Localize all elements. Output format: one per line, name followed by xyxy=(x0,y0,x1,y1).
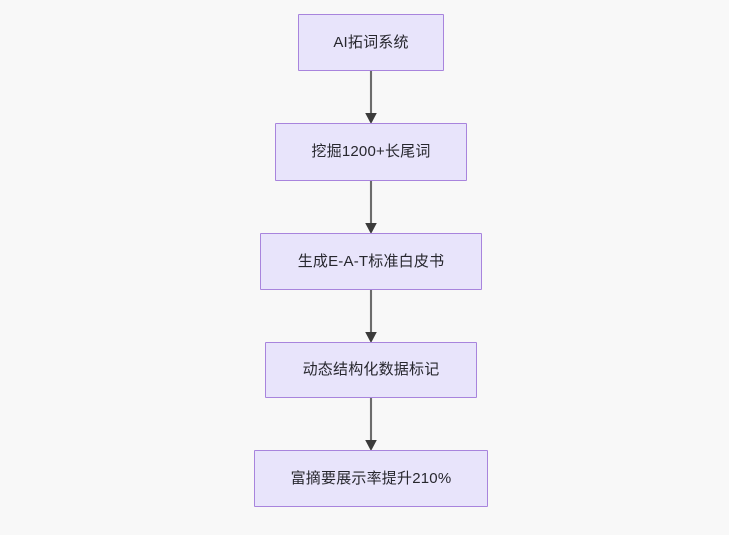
flowchart-node-label: AI拓词系统 xyxy=(333,33,409,51)
flowchart-node-label: 挖掘1200+长尾词 xyxy=(311,143,431,160)
flowchart-node-label: 富摘要展示率提升210% xyxy=(290,469,452,487)
flowchart-node-ai-keyword-system[interactable]: AI拓词系统 xyxy=(298,14,444,71)
edge-node-4-to-node-5 xyxy=(365,398,377,451)
edge-node-2-to-node-3 xyxy=(365,181,377,234)
flowchart-node-dynamic-structured-data-markup[interactable]: 动态结构化数据标记 xyxy=(265,342,477,398)
flowchart-node-mine-longtail-keywords[interactable]: 挖掘1200+长尾词 xyxy=(275,123,467,181)
flowchart-node-label: 动态结构化数据标记 xyxy=(302,361,440,378)
edge-node-3-to-node-4 xyxy=(365,290,377,343)
flowchart-node-generate-eat-whitepaper[interactable]: 生成E-A-T标准白皮书 xyxy=(260,233,482,290)
edge-node-1-to-node-2 xyxy=(365,71,377,124)
flowchart-node-rich-snippet-rate-increase[interactable]: 富摘要展示率提升210% xyxy=(254,450,488,507)
flowchart-node-label: 生成E-A-T标准白皮书 xyxy=(297,252,445,270)
